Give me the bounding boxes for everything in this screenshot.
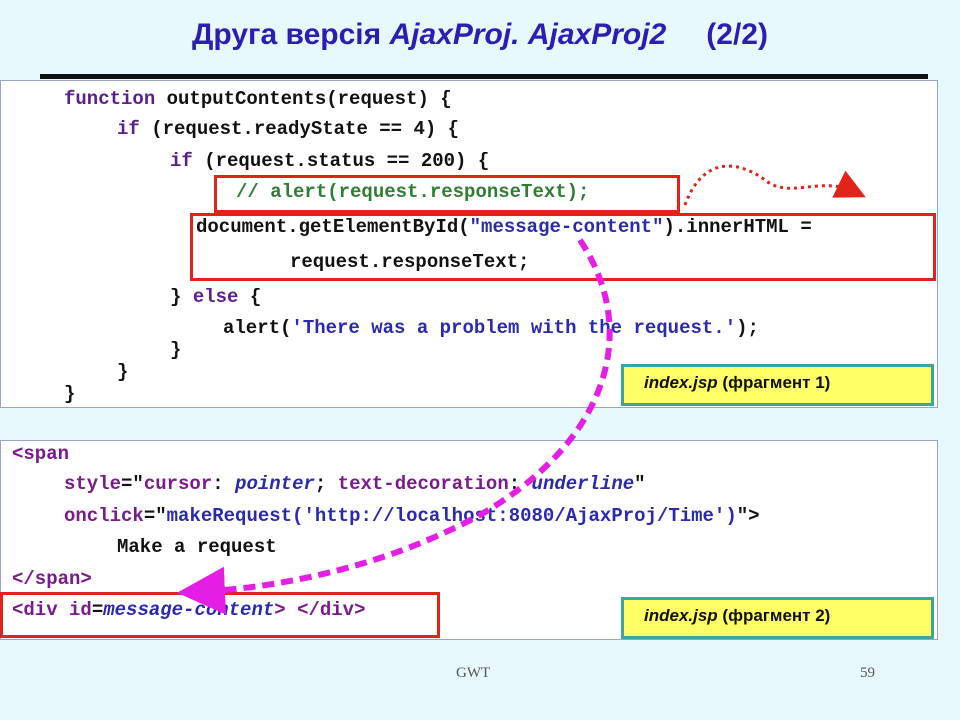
- dotted-red-arrow: [683, 164, 866, 206]
- code2-line4: Make a request: [117, 536, 277, 558]
- code1-line9: }: [170, 339, 182, 361]
- code2-line3: onclick="makeRequest('http://localhost:8…: [64, 505, 760, 527]
- code1-line4-comment: // alert(request.responseText);: [236, 181, 590, 203]
- label-fragment-2: index.jsp (фрагмент 2): [621, 597, 934, 639]
- title-italic-2: AjaxProj2: [527, 18, 667, 51]
- dashed-magenta-arrow: [177, 238, 613, 615]
- code1-line2: if (request.readyState == 4) {: [117, 118, 460, 140]
- highlight-box-comment: [214, 175, 680, 213]
- code-panel-1: [0, 80, 938, 408]
- title-prefix: Друга версія: [192, 18, 382, 51]
- code1-line8: alert('There was a problem with the requ…: [223, 317, 759, 339]
- code1-line6: request.responseText;: [290, 251, 530, 273]
- title-italic-1: AjaxProj.: [389, 18, 520, 51]
- code2-line1: <span: [12, 443, 70, 465]
- footer-page-number: 59: [860, 665, 875, 681]
- label-fragment-1: index.jsp (фрагмент 1): [621, 364, 934, 406]
- title-suffix: (2/2): [706, 18, 768, 51]
- code2-line6: <div id=message-content> </div>: [12, 599, 366, 621]
- code1-line11: }: [64, 383, 76, 405]
- code1-line3: if (request.status == 200) {: [170, 150, 490, 172]
- code2-line2: style="cursor: pointer; text-decoration:…: [64, 473, 646, 495]
- code1-line5: document.getElementById("message-content…: [196, 216, 812, 238]
- code2-line5: </span>: [12, 568, 92, 590]
- highlight-box-innerhtml: [190, 213, 936, 281]
- slide-title: Друга версія AjaxProj. AjaxProj2 (2/2): [0, 18, 960, 52]
- title-rule: [40, 74, 928, 79]
- code1-line1: function outputContents(request) {: [64, 88, 452, 110]
- code1-line10: }: [117, 361, 129, 383]
- footer-center: GWT: [456, 665, 491, 681]
- code1-line7: } else {: [170, 286, 262, 308]
